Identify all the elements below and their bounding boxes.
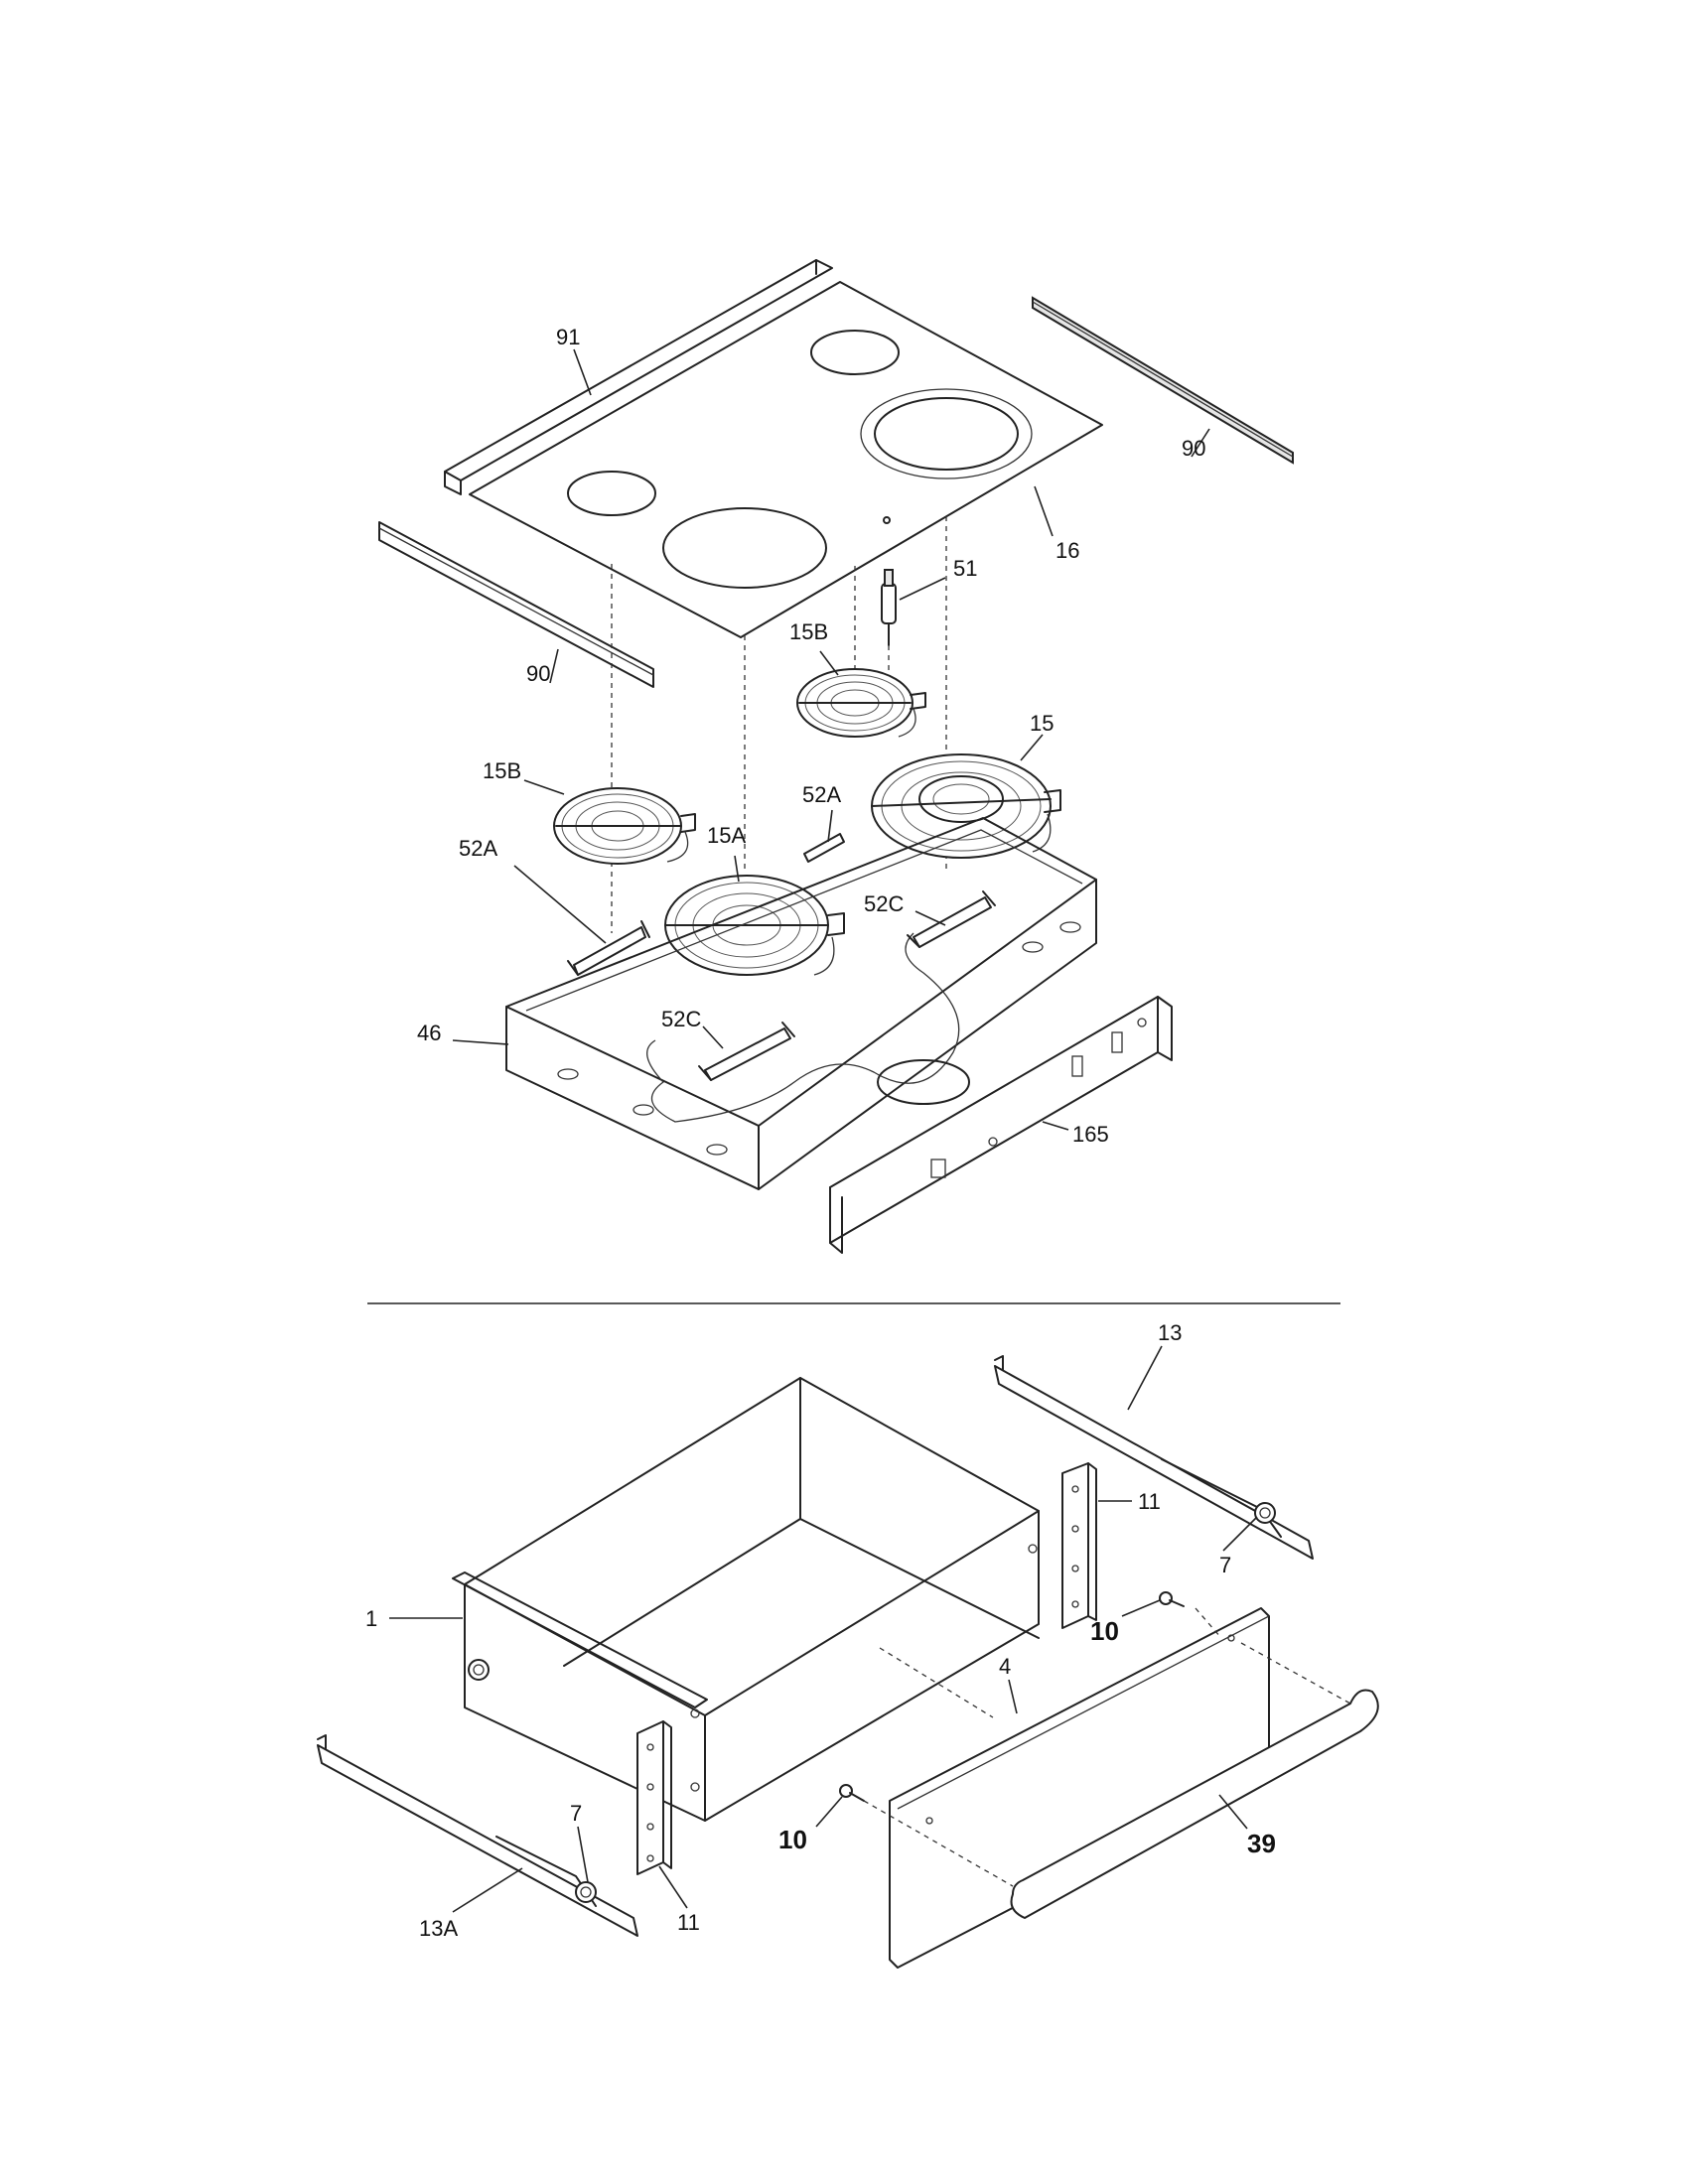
label-15: 15: [1030, 711, 1054, 736]
part-15b-left-element: [553, 787, 696, 865]
part-91-rear-trim: [444, 259, 833, 495]
leader-lines-bottom: [389, 1345, 1258, 1913]
label-90-right: 90: [1182, 436, 1205, 461]
part-15b-top-element: [796, 668, 926, 738]
label-52a-left: 52A: [459, 836, 497, 861]
part-51-sensor: [881, 569, 897, 646]
part-1-drawer-body: [452, 1377, 1040, 1822]
label-46: 46: [417, 1021, 441, 1045]
part-46-burner-box: [505, 817, 1097, 1190]
part-90-right-seal: [1032, 296, 1294, 465]
part-13a-left-rail: [317, 1734, 638, 1937]
label-7-right: 7: [1219, 1553, 1231, 1577]
part-10-left-screw: [839, 1784, 865, 1802]
label-11-right: 11: [1138, 1489, 1161, 1514]
part-39-handle: [1010, 1689, 1379, 1919]
label-7-left: 7: [570, 1801, 582, 1826]
label-52c-left: 52C: [661, 1007, 701, 1031]
label-15a: 15A: [707, 823, 746, 848]
part-52a-right-clip: [803, 833, 845, 863]
label-91: 91: [556, 325, 580, 349]
label-10-left: 10: [778, 1825, 807, 1854]
alignment-lines-bottom: [863, 1607, 1351, 1887]
part-52c-right-bracket: [907, 890, 996, 948]
label-11-left: 11: [677, 1910, 700, 1935]
label-10-right: 10: [1090, 1616, 1119, 1646]
label-15b-top: 15B: [789, 619, 828, 644]
label-51: 51: [953, 556, 977, 581]
label-39: 39: [1247, 1829, 1276, 1858]
part-15-dual-element: [871, 753, 1061, 859]
label-4: 4: [999, 1654, 1011, 1679]
part-15a-element: [664, 875, 845, 976]
part-11-left-slide: [636, 1720, 672, 1875]
part-52a-left-clip: [567, 920, 650, 976]
part-13-right-rail: [994, 1355, 1314, 1560]
label-90-left: 90: [526, 661, 550, 686]
label-13a: 13A: [419, 1916, 458, 1941]
part-165-bracket: [829, 996, 1173, 1254]
part-90-left-seal: [378, 521, 654, 688]
drawer-assembly: 13 11 7 1 10 4 10 39 7 11 13A: [317, 1320, 1379, 1969]
leader-lines-top: [452, 348, 1210, 1131]
label-52a-right: 52A: [802, 782, 841, 807]
label-15b-left: 15B: [483, 758, 521, 783]
label-13: 13: [1158, 1320, 1182, 1345]
label-16: 16: [1055, 538, 1079, 563]
part-16-glass-cooktop: [469, 281, 1103, 638]
label-1: 1: [365, 1606, 377, 1631]
part-11-right-slide: [1061, 1462, 1097, 1629]
cooktop-assembly: 91 90 16 51 90 15B 15 15B 52A 52A 15A 52…: [378, 259, 1294, 1254]
label-52c-right: 52C: [864, 891, 904, 916]
label-165: 165: [1072, 1122, 1109, 1147]
part-52c-left-bracket: [698, 1022, 795, 1081]
part-10-right-screw: [1159, 1591, 1185, 1607]
